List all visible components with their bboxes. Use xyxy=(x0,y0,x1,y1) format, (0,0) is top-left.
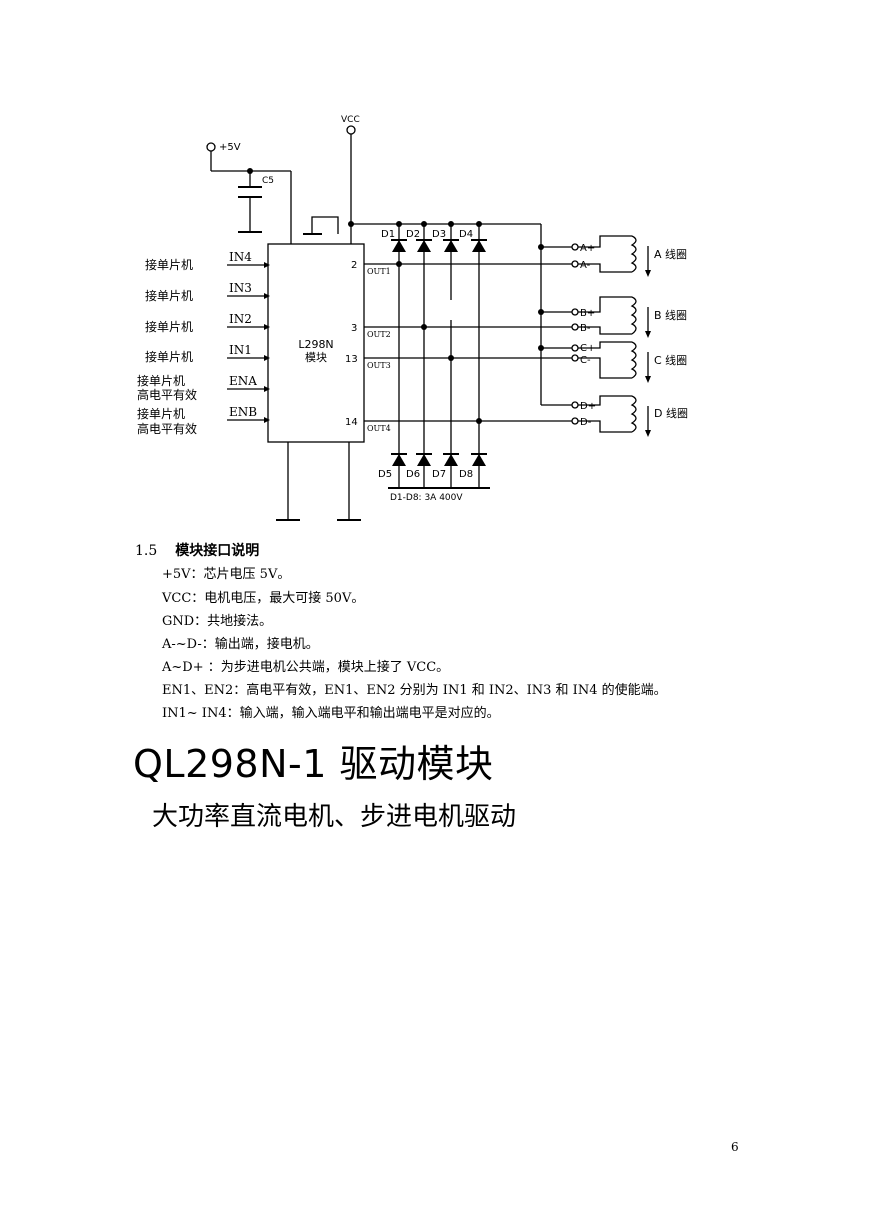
pin-in2: IN2 xyxy=(229,312,252,326)
pin-num-13: 13 xyxy=(345,354,358,365)
page-number: 6 xyxy=(731,1140,739,1154)
coil-b-minus: B- xyxy=(580,323,591,334)
pin-enb: ENB xyxy=(229,405,257,419)
coil-a-plus: A+ xyxy=(580,243,595,254)
pin-in1: IN1 xyxy=(229,343,252,357)
coil-c-label: C 线圈 xyxy=(654,353,687,367)
coil-d-plus: D+ xyxy=(580,401,596,412)
section-number: 1.5 xyxy=(135,543,158,559)
desc-line-outputs: A-~D-：输出端，接电机。 xyxy=(162,637,319,652)
coil-a-label: A 线圈 xyxy=(654,247,687,261)
mcu-label-ena: 接单片机 xyxy=(137,373,185,388)
coil-d-label: D 线圈 xyxy=(654,406,688,420)
pin-num-2: 2 xyxy=(351,260,357,271)
desc-line-vcc: VCC：电机电压，最大可接 50V。 xyxy=(162,591,365,606)
capacitor-label: C5 xyxy=(262,176,274,186)
coil-d-minus: D- xyxy=(580,417,592,428)
diode-rating-note: D1-D8: 3A 400V xyxy=(390,493,463,503)
mcu-label-ena-active: 高电平有效 xyxy=(137,387,197,402)
diode-d1-label: D1 xyxy=(381,229,395,240)
mcu-label-in3: 接单片机 xyxy=(145,288,193,303)
section-heading: 1.5 模块接口说明 xyxy=(135,540,259,560)
diode-d3-label: D3 xyxy=(432,229,446,240)
pin-num-3: 3 xyxy=(351,323,357,334)
mcu-label-enb: 接单片机 xyxy=(137,406,185,421)
pin-in4: IN4 xyxy=(229,250,252,264)
diode-d2-label: D2 xyxy=(406,229,420,240)
pin-in3: IN3 xyxy=(229,281,252,295)
out2-label: OUT2 xyxy=(367,330,391,339)
mcu-label-in4: 接单片机 xyxy=(145,257,193,272)
desc-line-gnd: GND：共地接法。 xyxy=(162,614,273,629)
out3-label: OUT3 xyxy=(367,361,391,370)
desc-line-enable: EN1、EN2：高电平有效，EN1、EN2 分别为 IN1 和 IN2、IN3 … xyxy=(162,683,667,698)
pin-num-14: 14 xyxy=(345,417,358,428)
diode-d4-label: D4 xyxy=(459,229,473,240)
coil-b-plus: B+ xyxy=(580,308,595,319)
coil-a-minus: A- xyxy=(580,260,591,271)
vcc-label: VCC xyxy=(341,115,360,125)
out4-label: OUT4 xyxy=(367,424,391,433)
out1-label: OUT1 xyxy=(367,267,391,276)
desc-line-5v: +5V：芯片电压 5V。 xyxy=(162,567,291,582)
chip-label-line1: L298N xyxy=(298,338,333,351)
mcu-label-in1: 接单片机 xyxy=(145,349,193,364)
mcu-label-in2: 接单片机 xyxy=(145,319,193,334)
diode-d8-label: D8 xyxy=(459,469,473,480)
desc-line-inputs: IN1~ IN4：输入端，输入端电平和输出端电平是对应的。 xyxy=(162,706,500,721)
coil-c-plus: C+ xyxy=(580,343,595,354)
module-title: QL298N-1 驱动模块 xyxy=(133,742,494,786)
l298n-wiring-schematic: +5V VCC C5 L298N 模块 接单片机 接单片机 接单片机 接单片机 … xyxy=(137,115,688,521)
pin-ena: ENA xyxy=(229,374,257,388)
section-title: 模块接口说明 xyxy=(175,543,260,559)
module-subtitle: 大功率直流电机、步进电机驱动 xyxy=(152,802,517,832)
diode-d7-label: D7 xyxy=(432,469,446,480)
mcu-label-enb-active: 高电平有效 xyxy=(137,421,197,436)
desc-line-common: A~D+ ：为步进电机公共端，模块上接了 VCC。 xyxy=(162,660,450,675)
diode-d5-label: D5 xyxy=(378,469,392,480)
chip-label-line2: 模块 xyxy=(305,351,327,364)
power-5v-label: +5V xyxy=(219,142,241,153)
coil-b-label: B 线圈 xyxy=(654,308,687,322)
coil-c-minus: C- xyxy=(580,355,591,366)
diode-d6-label: D6 xyxy=(406,469,420,480)
